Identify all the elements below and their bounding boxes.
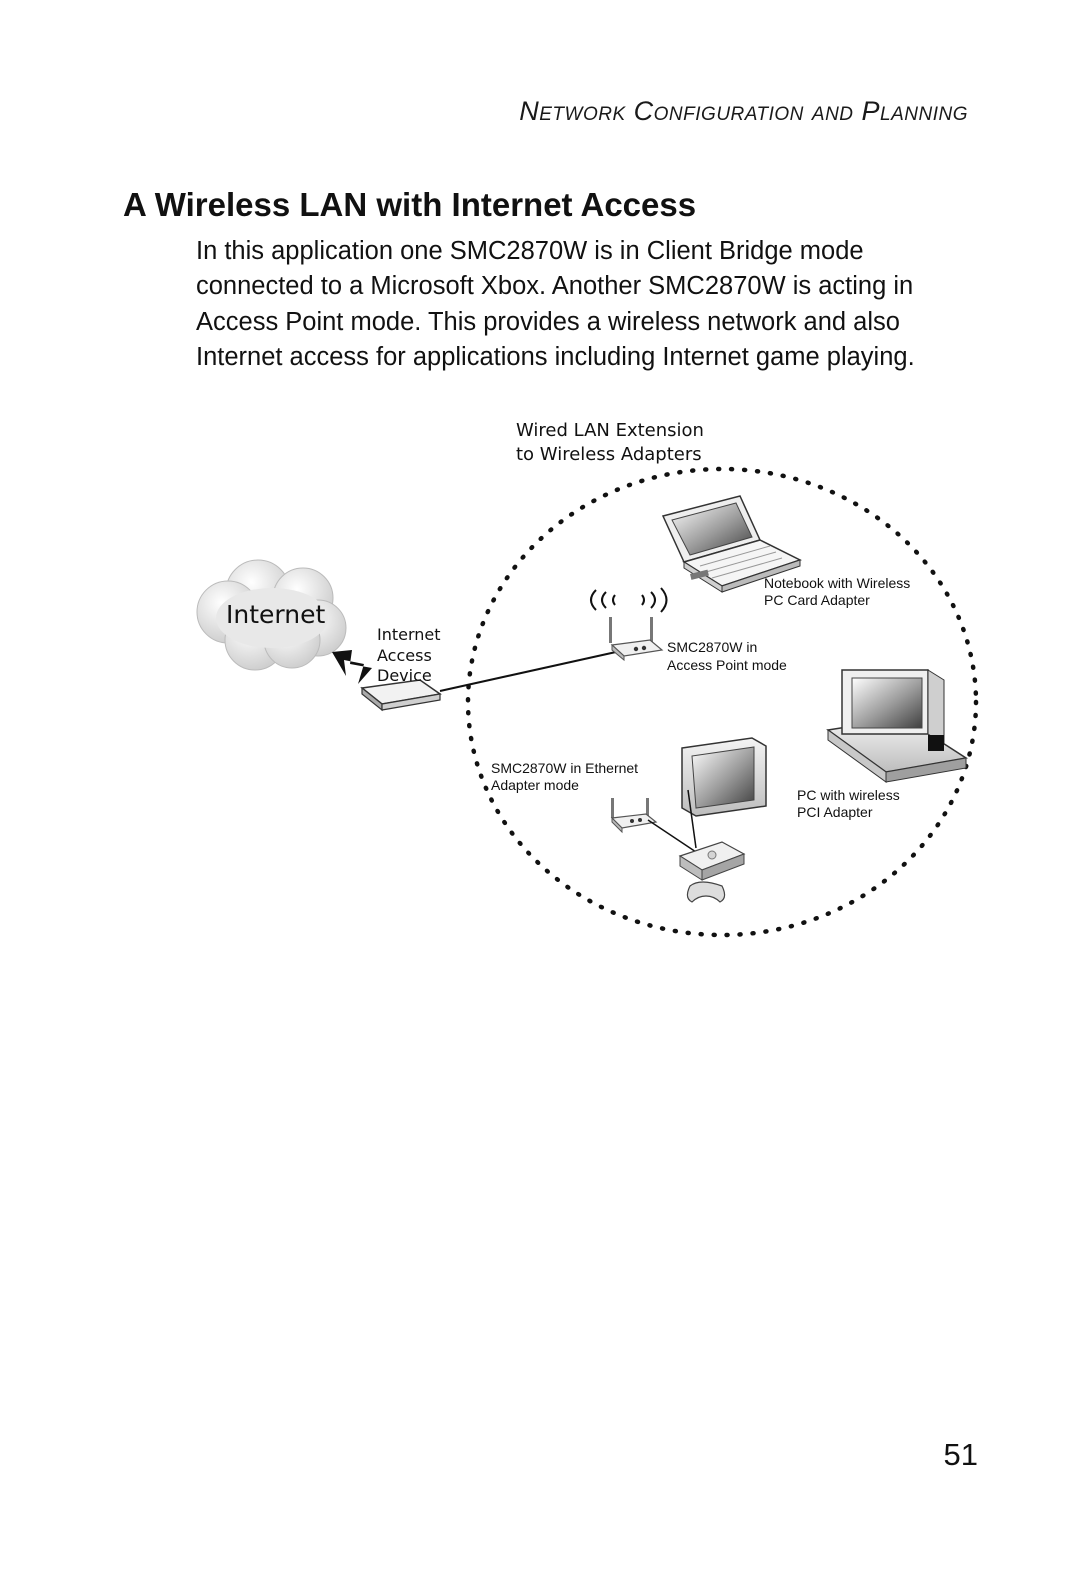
cloud-icon	[196, 559, 347, 671]
router-icon	[360, 679, 442, 712]
page-number: 51	[943, 1437, 978, 1472]
wired-link	[439, 649, 626, 692]
wireless-coverage-boundary	[465, 466, 979, 938]
notebook-icon	[661, 495, 802, 593]
gamepad-icon	[686, 881, 726, 903]
xbox-icon	[678, 841, 746, 881]
desktop-pc-icon	[826, 669, 969, 783]
internet-label: Internet	[226, 600, 325, 629]
wireless-signal-icon	[590, 587, 668, 613]
access-point-label: SMC2870W in Access Point mode	[667, 639, 787, 673]
notebook-label: Notebook with Wireless PC Card Adapter	[764, 575, 914, 608]
section-title: A Wireless LAN with Internet Access	[123, 186, 697, 223]
running-header: Network Configuration and Planning	[519, 96, 968, 126]
body-paragraph: In this application one SMC2870W is in C…	[196, 237, 915, 371]
monitor-icon	[681, 737, 767, 817]
boundary-label: Wired LAN Extension to Wireless Adapters	[516, 420, 710, 465]
access-device-label: Internet Access Device	[377, 625, 446, 685]
access-point-icon	[609, 617, 664, 662]
ethernet-adapter-label: SMC2870W in Ethernet Adapter mode	[491, 760, 642, 793]
pc-label: PC with wireless PCI Adapter	[797, 787, 904, 820]
ethernet-adapter-icon	[610, 798, 658, 834]
lightning-icon	[332, 650, 372, 684]
